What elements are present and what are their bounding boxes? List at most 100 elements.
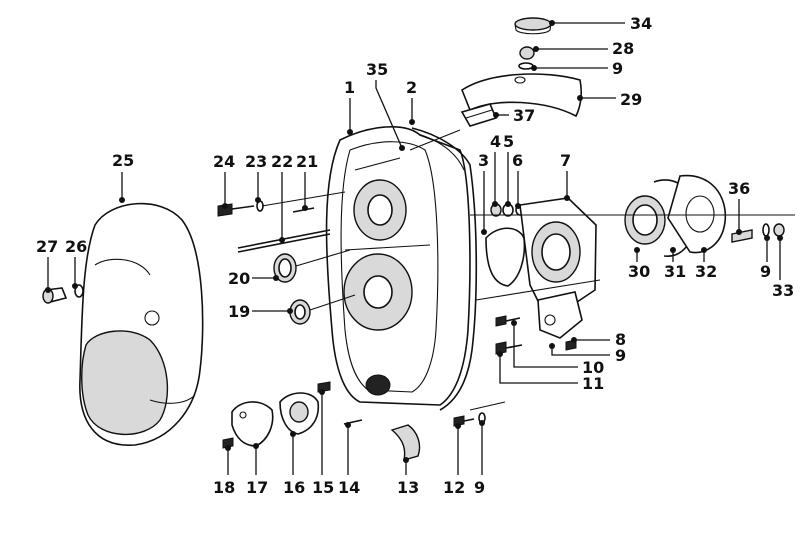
part-10-bolt — [495, 315, 521, 327]
part-37-rubber-boot — [460, 103, 498, 127]
callout-dot-c15 — [319, 389, 325, 395]
callout-dot-c19 — [287, 308, 293, 314]
callout-dot-c33 — [777, 235, 783, 241]
callout-dot-c3 — [481, 229, 487, 235]
part-17-flange-plate — [231, 401, 274, 447]
callout-dot-c28 — [533, 46, 539, 52]
part-9-washer-right — [762, 223, 770, 237]
part-26-washer — [74, 284, 84, 298]
callout-dot-c21 — [302, 205, 308, 211]
callout-dot-c34 — [549, 20, 555, 26]
callout-label-c19: 19 — [228, 302, 250, 321]
callout-label-c25: 25 — [112, 151, 134, 170]
callout-label-c32: 32 — [695, 262, 717, 281]
callout-dot-c4 — [492, 201, 498, 207]
callout-dot-c36 — [736, 229, 742, 235]
callout-label-c37: 37 — [513, 106, 535, 125]
callout-label-c22: 22 — [271, 152, 293, 171]
callout-label-c11: 11 — [582, 374, 604, 393]
callout-dot-c8 — [571, 337, 577, 343]
part-2-gasket — [411, 127, 478, 411]
callout-label-c15: 15 — [312, 478, 334, 497]
callout-dot-c37 — [493, 112, 499, 118]
callout-label-c35: 35 — [366, 60, 388, 79]
part-9-washer-top — [518, 62, 534, 70]
callout-dot-c5 — [505, 201, 511, 207]
callout-dot-c7 — [564, 195, 570, 201]
callout-dot-c25 — [119, 197, 125, 203]
part-32-end-cover — [667, 174, 727, 254]
callout-label-c13: 13 — [397, 478, 419, 497]
callout-dot-c20 — [273, 275, 279, 281]
callout-dot-c11 — [497, 351, 503, 357]
callout-dot-c9a — [531, 65, 537, 71]
part-30-oil-seal — [624, 195, 666, 245]
assembly-lines — [261, 129, 795, 411]
callout-dot-c29 — [577, 95, 583, 101]
callout-label-c18: 18 — [213, 478, 235, 497]
callout-label-c9d: 9 — [474, 478, 485, 497]
callout-dot-c2 — [409, 119, 415, 125]
part-16-gasket — [279, 392, 320, 435]
callout-dot-c16 — [290, 431, 296, 437]
callout-dot-c13 — [403, 457, 409, 463]
callout-label-c1: 1 — [344, 78, 355, 97]
callout-dot-c31 — [670, 247, 676, 253]
part-7-bearing-housing — [519, 197, 597, 339]
callout-label-c9c: 9 — [615, 346, 626, 365]
callout-label-c27: 27 — [36, 237, 58, 256]
callout-label-c9b: 9 — [760, 262, 771, 281]
callout-dot-c9b — [764, 235, 770, 241]
part-33-nut — [773, 223, 785, 237]
callout-label-c28: 28 — [612, 39, 634, 58]
callout-leader-c35 — [375, 80, 403, 149]
callout-dot-c12 — [455, 423, 461, 429]
callout-dot-c17 — [253, 443, 259, 449]
callout-label-c31: 31 — [664, 262, 686, 281]
callout-dot-c35 — [399, 145, 405, 151]
callout-label-c6: 6 — [512, 151, 523, 170]
callout-label-c7: 7 — [560, 151, 571, 170]
part-27-plug — [42, 287, 68, 304]
callout-dot-c30 — [634, 247, 640, 253]
part-1-gearbox-housing — [325, 126, 471, 406]
part-19-oil-seal — [289, 299, 311, 325]
callout-leader-c11 — [499, 354, 578, 384]
part-13-hose-elbow — [390, 424, 421, 461]
part-18-screw — [222, 437, 234, 449]
callout-dot-c6 — [515, 203, 521, 209]
part-3-gasket — [485, 227, 526, 287]
callout-dot-c22 — [279, 237, 285, 243]
callout-label-c14: 14 — [338, 478, 360, 497]
part-20-seal-ring — [273, 253, 297, 283]
callout-leader-c10 — [513, 323, 578, 368]
callout-dot-c1 — [347, 129, 353, 135]
callout-label-c3: 3 — [478, 151, 489, 170]
callout-label-c33: 33 — [772, 281, 794, 300]
callout-dot-c23 — [255, 197, 261, 203]
callout-dot-c32 — [701, 247, 707, 253]
part-28-nut — [519, 46, 535, 60]
callout-label-c26: 26 — [65, 237, 87, 256]
part-34-knurled-cap — [514, 17, 552, 35]
callout-dot-c26 — [72, 283, 78, 289]
callout-dot-c9d — [479, 420, 485, 426]
callout-dot-c24 — [222, 203, 228, 209]
callout-label-c12: 12 — [443, 478, 465, 497]
callout-label-c21: 21 — [296, 152, 318, 171]
callout-label-c34: 34 — [630, 14, 652, 33]
callout-label-c36: 36 — [728, 179, 750, 198]
part-25-outer-cover — [79, 202, 204, 446]
callout-label-c24: 24 — [213, 152, 235, 171]
callout-label-c16: 16 — [283, 478, 305, 497]
callout-label-c23: 23 — [245, 152, 267, 171]
callout-dot-c27 — [45, 287, 51, 293]
callout-label-c30: 30 — [628, 262, 650, 281]
callout-dot-c10 — [511, 320, 517, 326]
callout-label-c5: 5 — [503, 132, 514, 151]
callout-label-c9a: 9 — [612, 59, 623, 78]
callout-label-c29: 29 — [620, 90, 642, 109]
